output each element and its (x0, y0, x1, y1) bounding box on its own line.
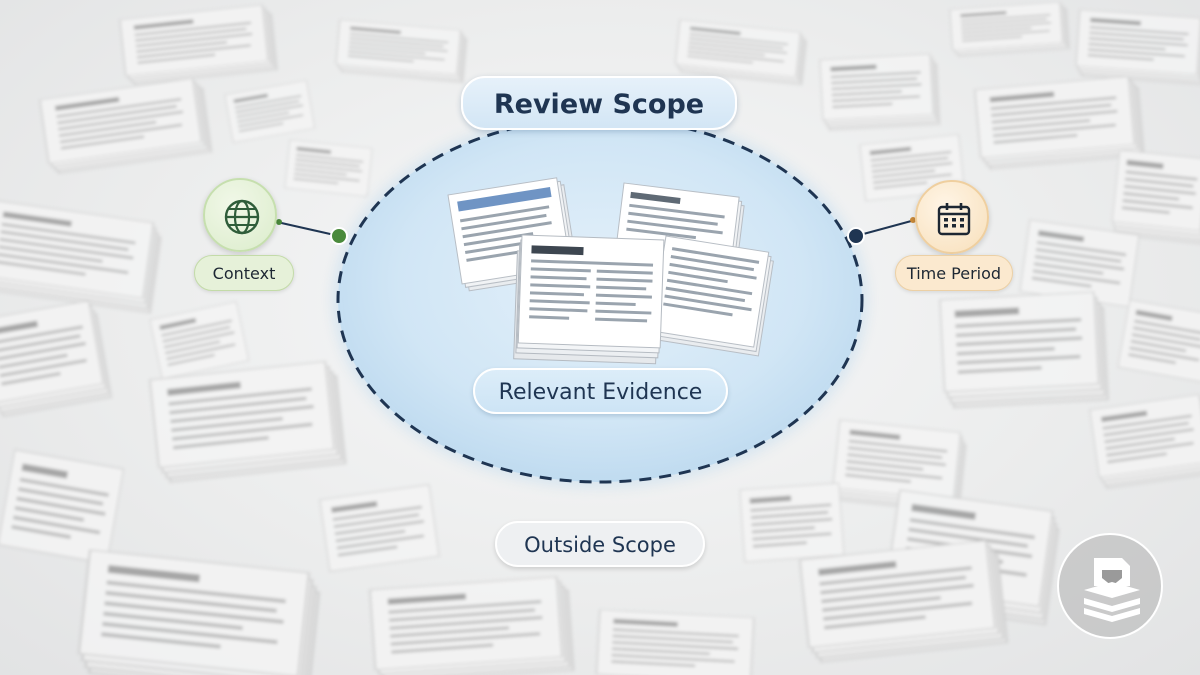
relevant-documents (447, 177, 774, 365)
time-anchor-dot (847, 227, 865, 245)
context-anchor-dot (330, 227, 348, 245)
context-icon-badge (203, 178, 277, 252)
time-period-label: Time Period (895, 255, 1013, 291)
logo-badge (1057, 533, 1163, 639)
time-period-icon-badge (915, 180, 989, 254)
scope-boundary (336, 116, 864, 484)
globe-icon (224, 199, 260, 235)
context-label: Context (194, 255, 294, 291)
time-connector (847, 217, 916, 245)
relevant-evidence-label: Relevant Evidence (473, 368, 728, 414)
review-scope-title: Review Scope (461, 76, 737, 130)
document-stack-logo-icon (1084, 558, 1140, 622)
calendar-icon (937, 203, 971, 236)
context-connector (276, 219, 348, 245)
outside-scope-label: Outside Scope (495, 521, 705, 567)
